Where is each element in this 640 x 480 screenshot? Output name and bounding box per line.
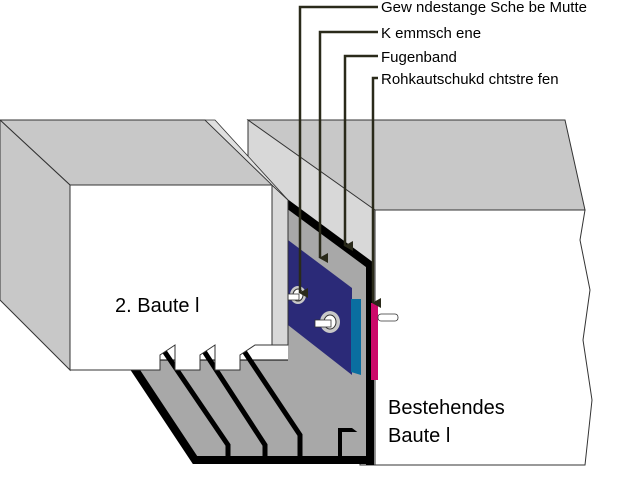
label-existing-component-1: Bestehendes — [388, 397, 505, 419]
joint-tape — [351, 299, 361, 375]
leader-lines — [298, 5, 381, 308]
new-component — [0, 119, 289, 372]
rubber-strip — [371, 303, 378, 380]
label-joint-tape: Fugenband — [381, 49, 457, 66]
threaded-rod-nut — [286, 286, 399, 333]
label-existing-component-2: Baute l — [388, 425, 450, 447]
label-threaded-rod: Gew ndestange Sche be Mutte — [381, 0, 587, 16]
fins — [157, 343, 303, 460]
label-clamp-rail: K emmsch ene — [381, 25, 481, 42]
label-rubber-strip: Rohkautschukd chtstre fen — [381, 71, 559, 88]
clamp-rail — [288, 240, 352, 375]
label-new-component: 2. Baute l — [115, 295, 200, 317]
